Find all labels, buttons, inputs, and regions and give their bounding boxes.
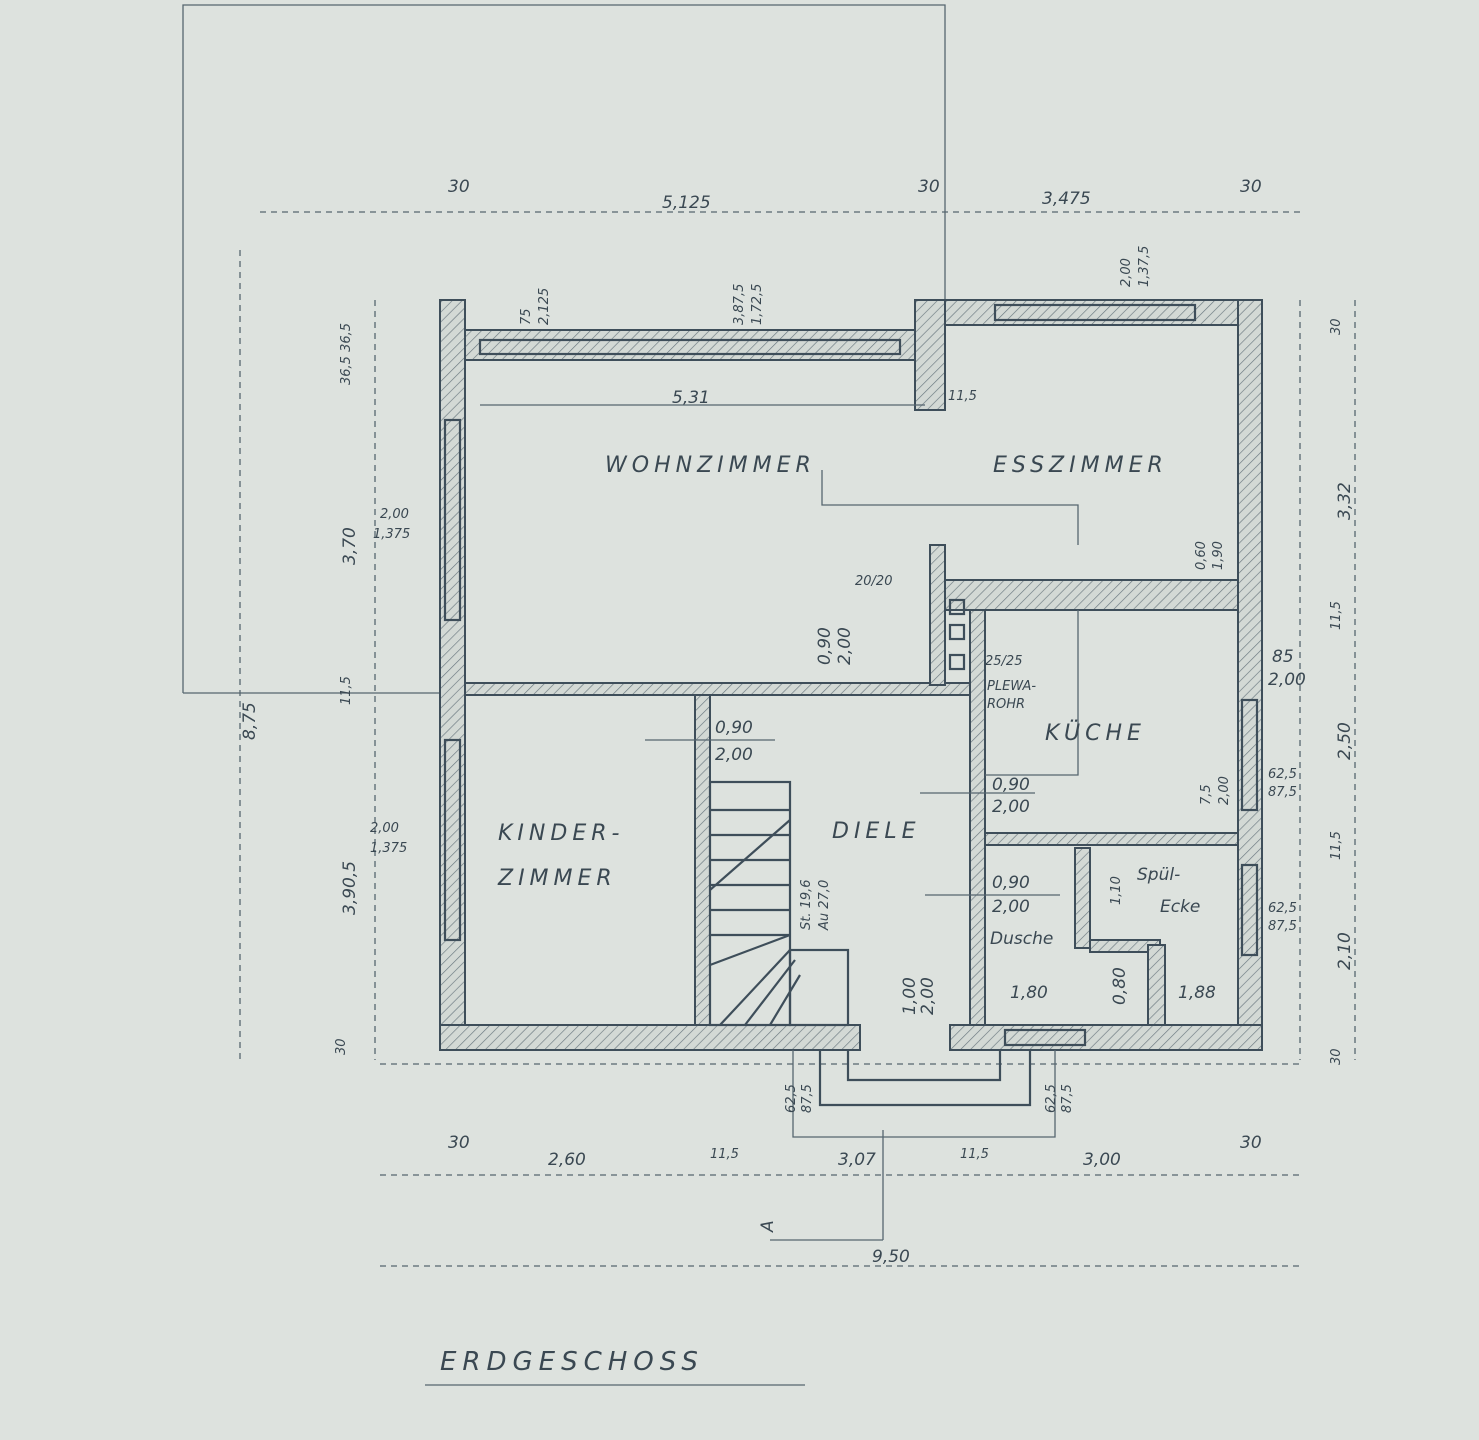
- win-top-right-a: 2,00: [1119, 258, 1134, 287]
- door-kinder-b: 2,00: [715, 745, 753, 765]
- dim-plewa: 25/25: [985, 654, 1022, 669]
- win-right-lower-a: 62,5: [1268, 901, 1297, 916]
- dim-bottom-2: 11,5: [710, 1147, 739, 1162]
- door-entrance-b: 2,00: [918, 977, 938, 1015]
- dim-bottom-3: 3,07: [838, 1150, 876, 1170]
- win-left-upper-b: 1,375: [373, 527, 410, 542]
- door-kueche-side-a: 7,5: [1199, 784, 1214, 805]
- spuel-width: 1,88: [1178, 983, 1216, 1003]
- win-ess-kitchen-a: 0,60: [1194, 541, 1209, 570]
- dim-top-1: 5,125: [662, 193, 711, 213]
- room-spuelecke-1: Spül-: [1137, 865, 1180, 885]
- dim-left-1: 3,90,5: [340, 861, 360, 915]
- annex-outline: [182, 4, 946, 694]
- spuel-depth: 1,10: [1109, 876, 1124, 905]
- win-entrance-left-a: 62,5: [784, 1084, 799, 1113]
- win-left-lower-b: 1,375: [370, 841, 407, 856]
- room-wohnzimmer: WOHNZIMMER: [605, 453, 816, 478]
- door-wohn-b: 2,00: [835, 627, 855, 665]
- stairs-rise: St. 19,6: [799, 879, 814, 930]
- door-kueche-a: 0,90: [992, 775, 1030, 795]
- win-left-lower-a: 2,00: [370, 821, 399, 836]
- stairs-run: Au 27,0: [817, 880, 832, 931]
- dim-top-3: 3,475: [1042, 189, 1091, 209]
- dim-left-3: 11,5: [339, 676, 354, 705]
- windows: [443, 303, 1259, 1047]
- dim-wall: 11,5: [948, 389, 977, 404]
- dim-left-4: 36,5 36,5: [339, 323, 354, 385]
- dim-overall-depth: 8,75: [240, 702, 260, 740]
- door-entrance-a: 1,00: [900, 977, 920, 1015]
- plewa-label-2: ROHR: [987, 697, 1025, 712]
- win-right-kitchen-b: 2,00: [1268, 670, 1306, 690]
- room-kinderzimmer-1: KINDER-: [498, 821, 624, 846]
- dim-right-5: 2,10: [1335, 932, 1355, 970]
- dim-bottom-0: 30: [448, 1133, 470, 1153]
- dim-inner-width: 5,31: [672, 388, 710, 408]
- dim-right-1: 3,32: [1335, 482, 1355, 520]
- win-left-upper-a: 2,00: [380, 507, 409, 522]
- dim-right-4: 11,5: [1329, 831, 1344, 860]
- door-kueche-b: 2,00: [992, 797, 1030, 817]
- section-marker[interactable]: A: [758, 1220, 778, 1233]
- dim-top-4: 30: [1240, 177, 1262, 197]
- dim-right-6: 30: [1329, 1048, 1344, 1065]
- staircase[interactable]: [708, 780, 850, 1027]
- room-esszimmer: ESSZIMMER: [993, 453, 1168, 478]
- dim-left-0: 3,70: [340, 527, 360, 565]
- door-wohn-a: 0,90: [815, 627, 835, 665]
- dim-chimney: 20/20: [855, 574, 892, 589]
- dim-bottom-1: 2,60: [548, 1150, 586, 1170]
- chimney: [948, 598, 966, 671]
- dim-top-0: 30: [448, 177, 470, 197]
- dining-zone: [821, 470, 1079, 545]
- door-dusche-a: 0,90: [992, 873, 1030, 893]
- win-right-lower-b: 87,5: [1268, 919, 1297, 934]
- dim-right-0: 30: [1329, 318, 1344, 335]
- door-kinder-a: 0,90: [715, 718, 753, 738]
- dusche-width: 1,80: [1010, 983, 1048, 1003]
- dim-overall-width: 9,50: [872, 1247, 910, 1267]
- dim-left-2: 30: [334, 1038, 349, 1055]
- room-spuelecke-2: Ecke: [1160, 897, 1200, 917]
- dim-top-2: 30: [918, 177, 940, 197]
- dim-bottom-4: 11,5: [960, 1147, 989, 1162]
- win-ess-kitchen-b: 1,90: [1211, 541, 1226, 570]
- door-dusche-b: 2,00: [992, 897, 1030, 917]
- room-dusche: Dusche: [990, 929, 1053, 949]
- dim-bottom-5: 3,00: [1083, 1150, 1121, 1170]
- win-entrance-left-b: 87,5: [800, 1084, 815, 1113]
- dim-bottom-6: 30: [1240, 1133, 1262, 1153]
- dusche-depth: 0,80: [1110, 967, 1130, 1005]
- room-kueche: KÜCHE: [1045, 720, 1146, 746]
- plewa-label-1: PLEWA-: [987, 679, 1036, 694]
- room-diele: DIELE: [832, 819, 921, 844]
- win-entrance-right-b: 87,5: [1060, 1084, 1075, 1113]
- kitchen-counter: [985, 610, 1079, 776]
- win-top-mid-b: 1,72,5: [750, 284, 765, 325]
- dimension-lines: [239, 211, 1356, 1267]
- door-kueche-side-b: 2,00: [1217, 776, 1232, 805]
- win-top-mid-a: 3,87,5: [732, 284, 747, 325]
- room-kinderzimmer-2: ZIMMER: [497, 866, 617, 891]
- win-entrance-right-a: 62,5: [1044, 1084, 1059, 1113]
- drawing-title: ERDGESCHOSS: [440, 1347, 704, 1377]
- entrance-steps: [792, 1050, 1056, 1138]
- win-top-left-a: 75: [519, 308, 534, 325]
- walls: [439, 299, 1263, 1051]
- win-right-kitchen-a: 85: [1272, 647, 1294, 667]
- win-right-mid-b: 87,5: [1268, 785, 1297, 800]
- win-right-mid-a: 62,5: [1268, 767, 1297, 782]
- dim-right-3: 2,50: [1335, 722, 1355, 760]
- win-top-right-b: 1,37,5: [1137, 246, 1152, 287]
- dim-right-2: 11,5: [1329, 601, 1344, 630]
- win-top-left-b: 2,125: [537, 288, 552, 325]
